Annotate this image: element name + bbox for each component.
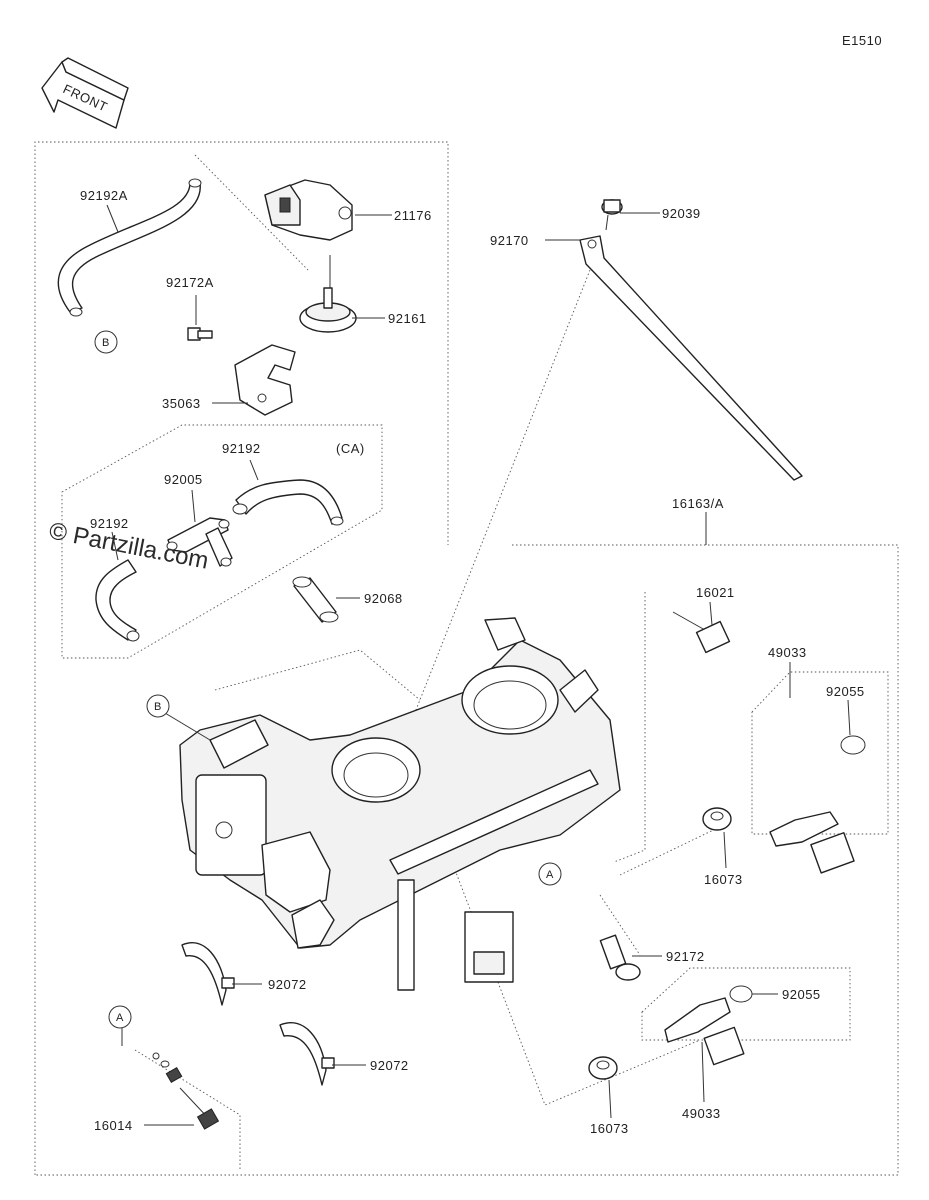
- clamp-92072-upper: [181, 942, 235, 1006]
- label-92172a: 92172A: [166, 275, 214, 290]
- label-16073-upper: 16073: [704, 872, 743, 887]
- label-16021: 16021: [696, 585, 735, 600]
- label-92192-left: 92192: [90, 516, 129, 531]
- outer-frame: [34, 141, 899, 1176]
- bolt-92172: [599, 934, 641, 981]
- label-92192a: 92192A: [80, 188, 128, 203]
- guide-line: [613, 592, 646, 863]
- grommet-16073-upper: [702, 807, 732, 831]
- label-35063: 35063: [162, 396, 201, 411]
- label-92192-top: 92192: [222, 441, 261, 456]
- svg-text:A: A: [116, 1012, 124, 1024]
- label-92068: 92068: [364, 591, 403, 606]
- cap-92068: [292, 576, 339, 623]
- guide-line: [411, 269, 591, 721]
- label-16163a: 16163/A: [672, 496, 724, 511]
- diagram-code: E1510: [842, 33, 882, 48]
- guide-line: [134, 1049, 241, 1170]
- label-16073-lower: 16073: [590, 1121, 629, 1136]
- label-92055-lower: 92055: [782, 987, 821, 1002]
- guide-line: [599, 894, 641, 956]
- label-92072-lower: 92072: [370, 1058, 409, 1073]
- svg-text:B: B: [102, 337, 109, 349]
- label-21176: 21176: [394, 208, 432, 223]
- label-92172: 92172: [666, 949, 705, 964]
- bolt-92172a: [187, 327, 213, 341]
- label-49033-lower: 49033: [682, 1106, 721, 1121]
- kit-16014: [152, 1052, 220, 1130]
- hose-92192-ca-left: [95, 559, 140, 642]
- guide-line: [619, 821, 731, 876]
- ref-circle-a-body: A: [538, 862, 562, 886]
- bracket-35063: [234, 344, 296, 416]
- label-16014: 16014: [94, 1118, 133, 1133]
- ref-circle-b-body: B: [146, 694, 170, 718]
- injector-box-lower: [641, 967, 851, 1041]
- ref-circle-a-kit: A: [108, 1005, 132, 1029]
- valve-92161: [299, 255, 357, 333]
- ref-circle-b-top: B: [94, 330, 118, 354]
- leader-lines: [106, 204, 851, 1126]
- screw-92039: [601, 199, 623, 231]
- injector-box-upper: [751, 671, 889, 835]
- screw-16021: [672, 611, 731, 654]
- injector-49033-upper: [769, 735, 866, 874]
- label-49033-upper: 49033: [768, 645, 807, 660]
- label-92072-upper: 92072: [268, 977, 307, 992]
- ca-subset-box: [61, 424, 383, 659]
- guide-line: [214, 649, 421, 701]
- front-arrow-icon: FRONT: [41, 57, 129, 129]
- connector-throttle: [464, 911, 514, 983]
- label-92161: 92161: [388, 311, 427, 326]
- label-92005: 92005: [164, 472, 203, 487]
- sensor-21176: [264, 179, 353, 241]
- guide-line: [454, 869, 701, 1106]
- clamp-92072-lower: [279, 1022, 335, 1086]
- strap-92170: [579, 235, 803, 481]
- guide-line: [194, 154, 309, 271]
- grommet-16073-lower: [588, 1056, 618, 1080]
- hose-92192a: [57, 178, 202, 317]
- throttle-body-assembly: [179, 617, 621, 991]
- svg-text:B: B: [154, 701, 161, 713]
- injector-49033-lower: [664, 985, 753, 1066]
- svg-text:A: A: [546, 869, 554, 881]
- fitting-92005: [166, 517, 233, 567]
- label-ca: (CA): [336, 441, 365, 456]
- hose-92192-ca-top: [232, 479, 344, 526]
- label-92170: 92170: [490, 233, 529, 248]
- label-92055-upper: 92055: [826, 684, 865, 699]
- label-92039: 92039: [662, 206, 701, 221]
